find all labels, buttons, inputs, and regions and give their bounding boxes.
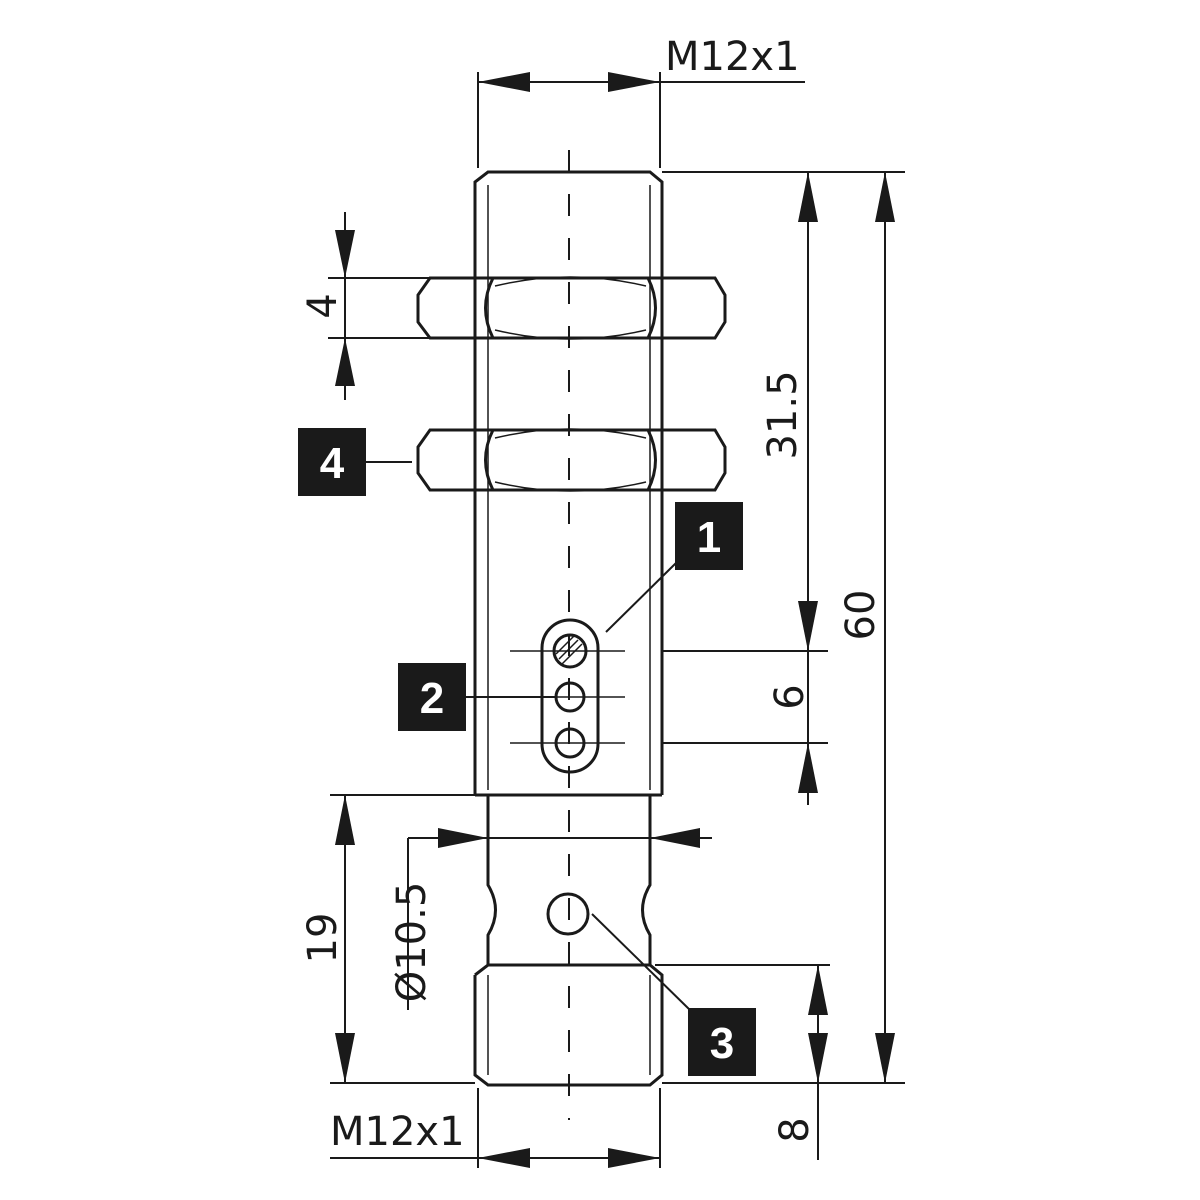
dim-nut-height: 4 (300, 212, 430, 400)
thread-length-label: 8 (772, 1117, 818, 1142)
thread-top-label: M12x1 (665, 34, 800, 80)
svg-text:3: 3 (710, 1019, 734, 1068)
led-spacing-label: 6 (767, 684, 813, 709)
thread-bottom-label: M12x1 (330, 1109, 465, 1155)
svg-text:4: 4 (320, 439, 345, 488)
callout-4: 4 (298, 428, 412, 496)
dim-thread-top: M12x1 (477, 34, 805, 168)
nut-height-label: 4 (300, 293, 346, 318)
callout-1: 1 (605, 502, 743, 633)
callout-3: 3 (591, 913, 756, 1076)
dim-diameter: Ø10.5 (389, 828, 712, 1010)
callout-2: 2 (398, 663, 555, 731)
side-hole (546, 892, 590, 936)
svg-text:1: 1 (697, 513, 721, 562)
upper-nut (416, 276, 727, 340)
svg-text:2: 2 (420, 674, 444, 723)
led-position-label: 31.5 (760, 370, 806, 459)
dim-right-stack: 31.5 6 60 (662, 171, 905, 1084)
diameter-label: Ø10.5 (389, 882, 435, 1003)
dim-thread-length: 8 (655, 964, 830, 1160)
lower-length-label: 19 (300, 913, 346, 964)
lower-nut (416, 428, 727, 492)
total-length-label: 60 (838, 590, 884, 641)
dim-thread-bottom: M12x1 (330, 1088, 661, 1168)
dim-lower-length: 19 (300, 794, 475, 1084)
